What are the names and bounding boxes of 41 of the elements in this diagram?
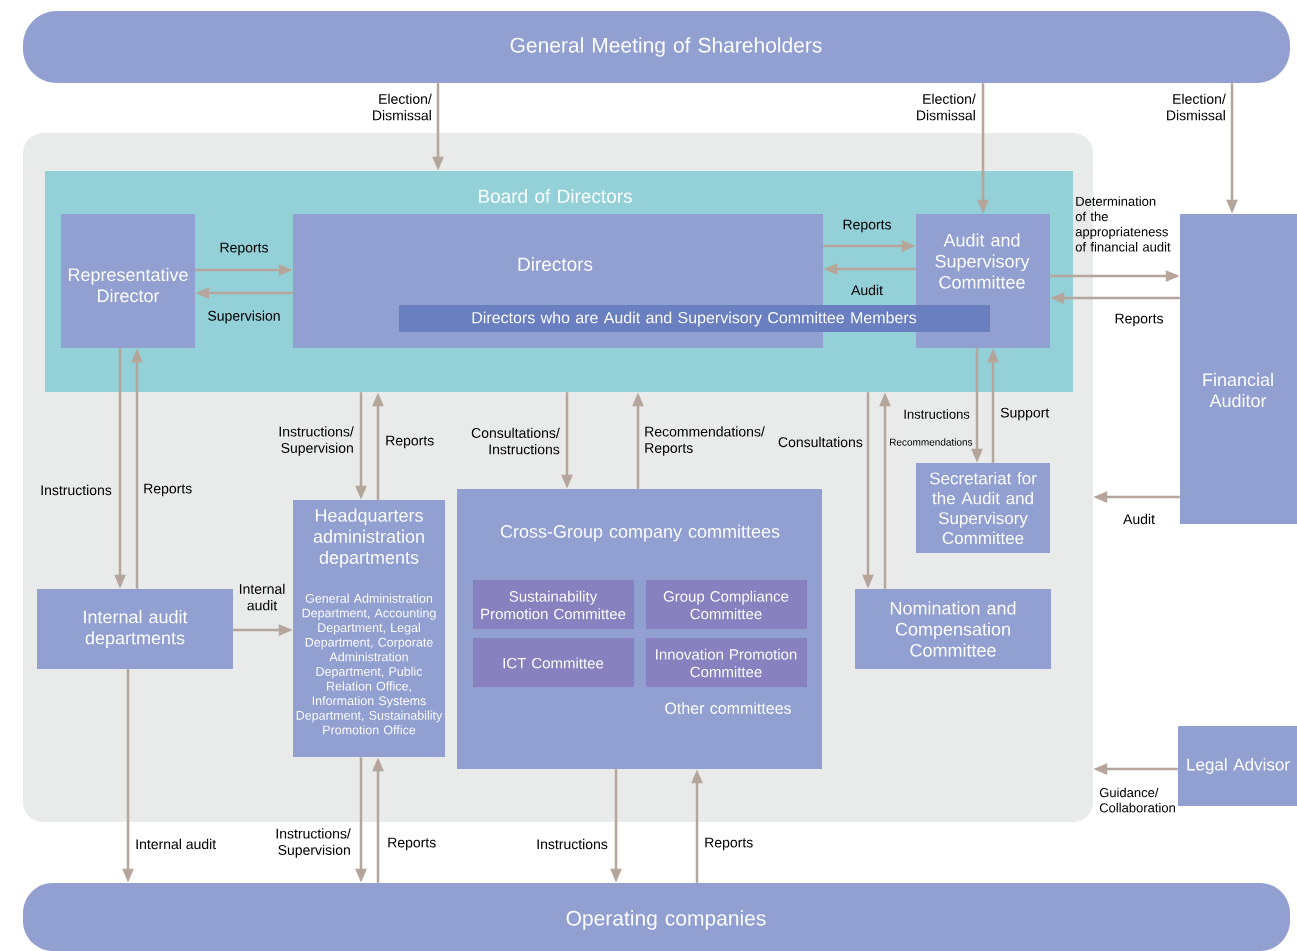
edge-label: Internal audit: [136, 838, 217, 850]
edge-label: Audit: [1123, 513, 1155, 525]
edge-label: Recommendations: [890, 438, 973, 446]
member-bar: Directors who are Audit and Supervisory Committee Members: [399, 305, 990, 332]
edge-label: Election/ Dismissal: [917, 93, 976, 121]
meeting-band: General Meeting of Shareholders: [23, 11, 1290, 83]
edge-label: Reports: [386, 435, 434, 449]
edge-label: Consultations: [778, 436, 863, 448]
secretariat-box: Secretariat for the Audit and Supervisory Committee: [916, 463, 1050, 553]
companies-band: Operating companies: [23, 883, 1290, 951]
edge-label: Reports: [705, 837, 753, 851]
edge-label: Internal audit: [239, 583, 285, 611]
advisor-box: Legal Advisor: [1178, 726, 1297, 806]
committee-box: Innovation Promotion Committee: [646, 638, 807, 687]
edge-label: Reports: [388, 837, 436, 851]
edge-label: Election/ Dismissal: [373, 93, 432, 121]
edge-label: Recommendations/ Reports: [645, 426, 765, 456]
department-box: Headquarters administration departments General Administration Department, Accounting Department, Legal Department, Corporate Administration Department, Public Relation Office, Information Systems Department, Sustainability Promotion Office: [293, 500, 445, 757]
edge-label: Instructions: [537, 838, 608, 850]
edge-label: Reports: [220, 242, 268, 256]
department-box: Internal audit departments: [37, 589, 233, 669]
edge-label: Election/ Dismissal: [1167, 93, 1226, 121]
role-box: Representative Director: [61, 214, 195, 348]
edge-label: Reports: [144, 483, 192, 497]
edge-label: Reports: [843, 219, 891, 233]
edge-label: Instructions: [41, 484, 112, 496]
auditor-box: Financial Auditor: [1180, 214, 1297, 524]
committee-box: ICT Committee: [473, 638, 634, 687]
edge-label: Consultations/ Instructions: [471, 427, 560, 455]
edge-label: Instructions/ Supervision: [276, 828, 351, 858]
edge-label: Instructions/ Supervision: [279, 426, 354, 456]
edge-label: Reports: [1115, 313, 1163, 327]
committee-box: Group Compliance Committee: [646, 580, 807, 629]
edge-label: Guidance/ Collaboration: [1099, 787, 1175, 813]
committee-box: Nomination and Compensation Committee: [855, 589, 1051, 669]
edge-label: Instructions: [904, 409, 970, 419]
committee-box: Sustainability Promotion Committee: [473, 580, 634, 629]
edge-label: Determination of the appropriateness of financial audit: [1075, 196, 1171, 252]
edge-label: Supervision: [208, 310, 280, 324]
edge-label: Support: [1000, 407, 1050, 421]
edge-label: Audit: [851, 284, 883, 296]
